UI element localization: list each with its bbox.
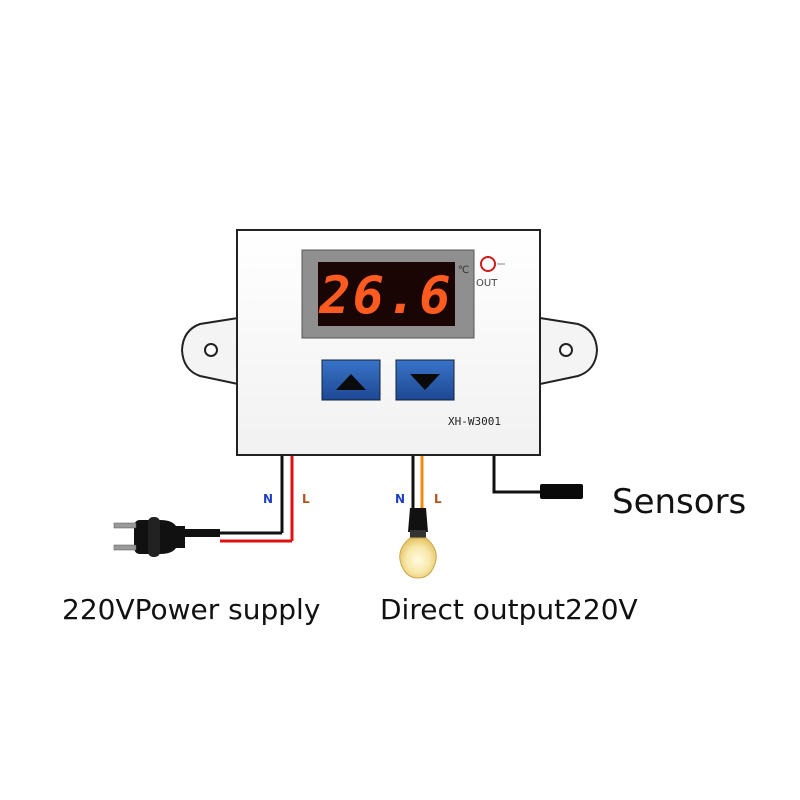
light-bulb-icon — [399, 508, 437, 579]
output-wire-l-label: L — [434, 492, 442, 506]
power-supply-label: 220VPower supply — [62, 593, 320, 626]
output-wire-n-label: N — [395, 492, 405, 506]
model-label: XH-W3001 — [448, 415, 501, 428]
sensors-label: Sensors — [612, 482, 746, 522]
unit-label: ℃ — [458, 265, 469, 276]
mounting-ear-left — [180, 316, 239, 386]
out-indicator: OUT — [476, 256, 505, 289]
up-button[interactable] — [321, 359, 381, 401]
power-plug-icon — [113, 517, 185, 557]
power-wire-l-label: L — [302, 492, 310, 506]
triangle-up-icon — [336, 374, 366, 390]
direct-output-label: Direct output220V — [380, 593, 638, 626]
down-button[interactable] — [395, 359, 455, 401]
sensor-wire — [492, 456, 583, 499]
led-indicator-icon — [480, 256, 496, 272]
triangle-down-icon — [410, 374, 440, 390]
power-wire-n-label: N — [263, 492, 273, 506]
power-wires — [185, 456, 294, 543]
output-wires — [411, 456, 424, 512]
sensor-probe-icon — [540, 484, 583, 499]
mounting-ear-right — [539, 316, 599, 386]
display-screen — [318, 262, 455, 326]
temperature-readout: 26.6 — [318, 266, 452, 326]
out-label: OUT — [476, 278, 498, 289]
